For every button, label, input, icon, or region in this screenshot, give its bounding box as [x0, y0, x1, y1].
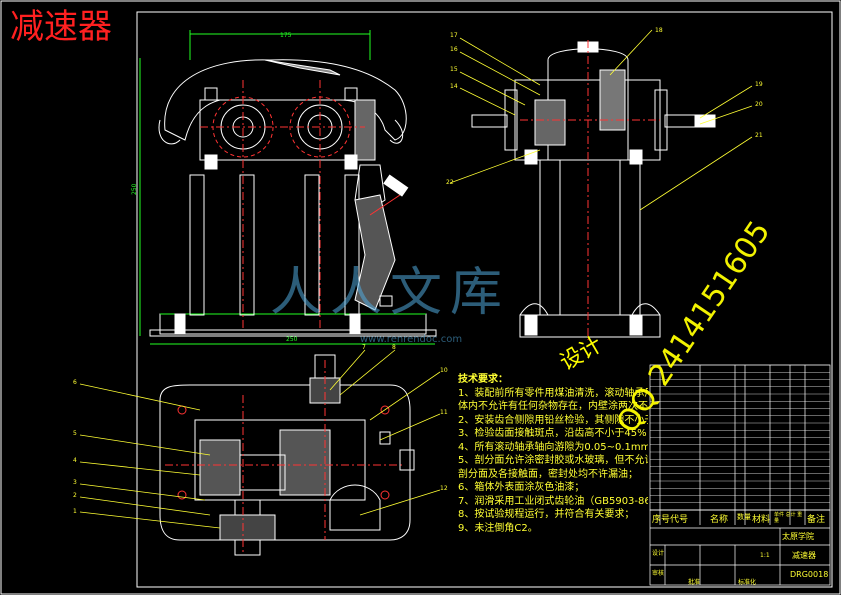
balloon-4: 4: [73, 457, 77, 464]
bom-header-name: 名称: [710, 515, 729, 525]
side-view: [471, 40, 716, 340]
technical-requirement-line: 9、未注倒角C2。: [458, 522, 538, 534]
balloon-11: 11: [440, 409, 448, 416]
technical-requirement-line: 5、剖分面允许涂密封胶或水玻璃，但不允许使用任何填料，: [458, 455, 648, 466]
bom-table: [649, 364, 831, 525]
title-block: [649, 509, 831, 586]
balloon-12: 12: [440, 485, 448, 492]
balloon-15: 15: [450, 66, 458, 73]
balloon-21: 21: [755, 132, 763, 139]
technical-requirement-line: 2、安装齿合侧隙用铅丝检验，其侧隙不小于0.16mm；: [458, 414, 648, 426]
balloon-2: 2: [73, 492, 77, 499]
balloon-19: 19: [755, 81, 763, 88]
balloon-14: 14: [450, 83, 458, 90]
title-block-design: 设计: [652, 550, 665, 557]
technical-requirement-line: 7、润滑采用工业闭式齿轮油（GB5903-86）；: [458, 495, 648, 507]
side-view-balloons: 17 16 15 14 18 19 20 21 22: [446, 27, 763, 186]
bom-header-no: 序号: [652, 515, 671, 525]
technical-requirement-line: 剖分面及各接触面，密封处均不许漏油；: [458, 468, 638, 480]
bom-header-qty: 数量: [737, 513, 751, 521]
inner-border: [136, 11, 833, 588]
bom-header: 序号 代号 名称 数量 材料 单件 总计 重量 备注: [652, 512, 830, 528]
balloon-20: 20: [755, 101, 763, 108]
watermark-url: www.renrendoc.com: [360, 334, 463, 345]
balloon-17: 17: [450, 32, 458, 39]
top-view-balloons: 6 5 4 3 2 1 7 8 10 11 12: [73, 344, 448, 515]
technical-requirement-line: 8、按试验规程运行，并符合有关要求；: [458, 509, 635, 520]
title-block-standard: 标准化: [738, 579, 757, 586]
balloon-10: 10: [440, 367, 448, 374]
title-block-school: 太原学院: [782, 532, 814, 541]
balloon-16: 16: [450, 46, 458, 53]
technical-requirement-line: 6、箱体外表面涂灰色油漆；: [458, 482, 585, 493]
title-block-scale: 1:1: [760, 552, 770, 559]
balloon-8: 8: [392, 344, 396, 351]
title-block-drawing-no: DRG0018: [790, 570, 829, 579]
technical-requirement-line: 4、所有滚动轴承轴向游隙为0.05~0.1mm；: [458, 441, 648, 453]
dim-bottom: 250: [286, 336, 298, 343]
technical-requirements-list: 1、装配前所有零件用煤油清洗，滚动轴承用汽油清洗，箱体内不允许有任何杂物存在，内…: [458, 387, 648, 536]
technical-requirement-line: 3、检验齿面接触斑点，沿齿高不小于45%，沿齿长不小于60%；: [458, 428, 648, 439]
bom-header-weight: 单件 总计 重量: [774, 512, 803, 524]
top-view: [159, 354, 415, 556]
side-view-leaders: [449, 29, 753, 211]
balloon-7: 7: [362, 344, 366, 351]
technical-requirements: 技术要求： 1、装配前所有零件用煤油清洗，滚动轴承用汽油清洗，箱体内不允许有任何…: [458, 373, 648, 535]
bom-rows: [650, 364, 830, 511]
technical-requirement-line: 1、装配前所有零件用煤油清洗，滚动轴承用汽油清洗，箱: [458, 387, 648, 399]
balloon-6: 6: [73, 379, 77, 386]
title-block-approve: 批准: [688, 579, 701, 586]
drawing-title: 减速器: [10, 7, 112, 47]
bom-header-material: 材料: [752, 515, 771, 525]
balloon-18: 18: [655, 27, 663, 34]
title-block-name: 减速器: [792, 551, 816, 560]
technical-requirement-line: 体内不允许有任何杂物存在，内壁涂两次不被机油侵蚀的涂料；: [458, 401, 648, 412]
balloon-1: 1: [73, 508, 77, 515]
watermark-logo: 人人文库: [270, 263, 511, 323]
front-view: [139, 30, 437, 345]
technical-requirements-heading: 技术要求：: [458, 374, 508, 385]
balloon-5: 5: [73, 430, 77, 437]
balloon-3: 3: [73, 479, 77, 486]
balloon-22: 22: [446, 179, 454, 186]
top-view-leaders: [79, 349, 441, 529]
bom-header-remark: 备注: [807, 515, 826, 525]
title-block-check: 审核: [652, 570, 665, 577]
dim-top: 175: [280, 32, 292, 39]
dim-height: 250: [131, 183, 138, 195]
bom-header-code: 代号: [670, 515, 689, 525]
